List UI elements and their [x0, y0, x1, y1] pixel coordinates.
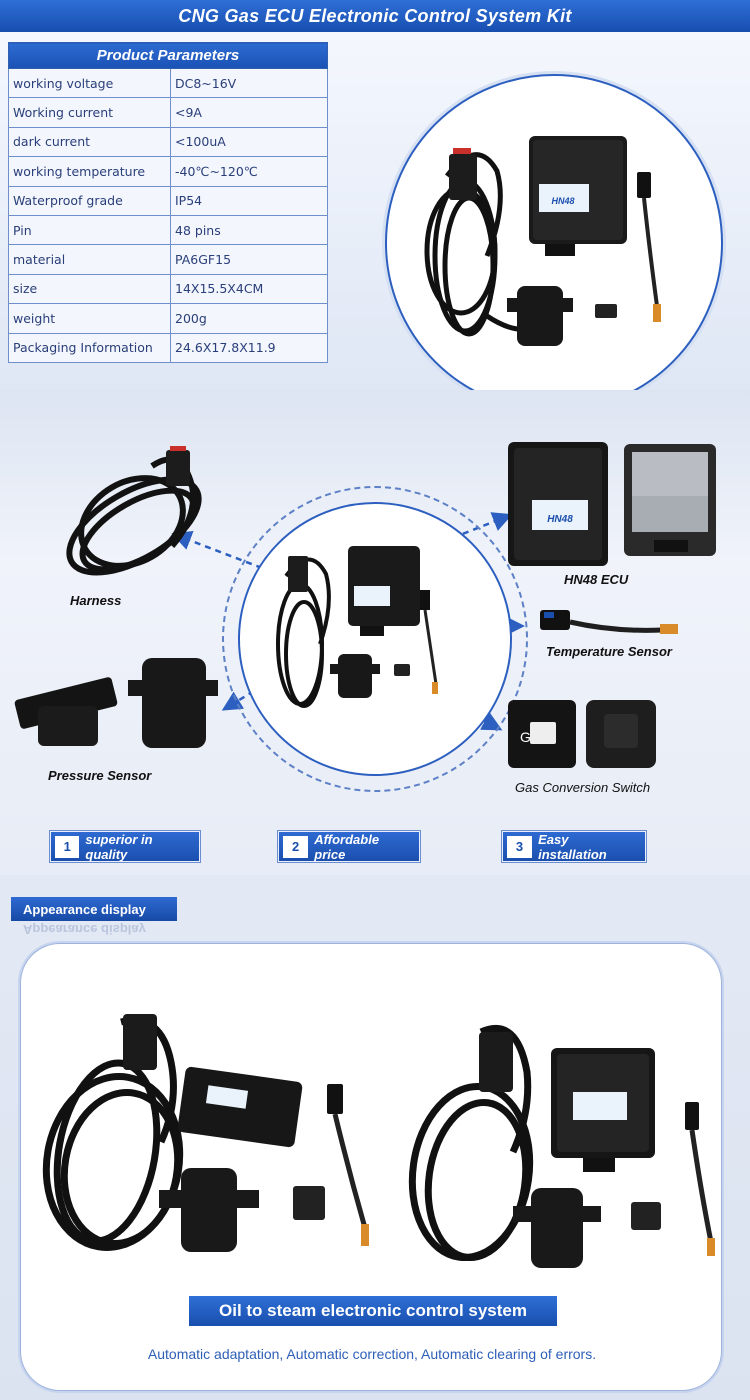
- kit-center-circle: [238, 502, 512, 776]
- feature-label: superior in quality: [85, 831, 153, 862]
- feature-label: Easy installation: [538, 831, 607, 862]
- param-value: -40℃~120℃: [170, 156, 328, 187]
- table-row: dark current<100uA: [8, 126, 328, 158]
- appearance-tab: Appearance display: [11, 897, 177, 921]
- param-value: DC8~16V: [170, 67, 328, 99]
- param-value: 200g: [170, 303, 328, 334]
- kit-image-right: [408, 1024, 715, 1268]
- pressure-sensor-image: [14, 658, 218, 748]
- table-row: working temperature-40℃~120℃: [8, 156, 328, 187]
- param-key: Working current: [8, 97, 171, 128]
- banner-text: Oil to steam electronic control system: [219, 1301, 527, 1320]
- kit-center-ring: [222, 486, 528, 792]
- temperature-sensor-image: [540, 610, 678, 634]
- kit-photo-circle: HN48: [385, 74, 723, 412]
- param-key: dark current: [8, 126, 171, 158]
- page-title: CNG Gas ECU Electronic Control System Ki…: [178, 5, 572, 26]
- param-value: IP54: [170, 185, 328, 216]
- feature-installation: 3 Easy installation: [502, 831, 646, 862]
- oil-to-steam-banner: Oil to steam electronic control system: [189, 1296, 557, 1326]
- page-header: CNG Gas ECU Electronic Control System Ki…: [0, 0, 750, 32]
- param-value: PA6GF15: [170, 244, 328, 275]
- table-title: Product Parameters: [8, 42, 328, 69]
- param-value: <100uA: [170, 126, 328, 158]
- appearance-tab-label: Appearance display: [23, 901, 146, 917]
- harness-image: [66, 446, 202, 576]
- ecu-label: HN48: [551, 196, 574, 206]
- switch-letter: G: [520, 729, 531, 745]
- appearance-display-card: Oil to steam electronic control system A…: [20, 943, 722, 1391]
- kit-image-left: [42, 1014, 369, 1252]
- ecu-badge-label: HN48: [547, 514, 573, 525]
- appearance-section: Appearance display Appearance display: [0, 875, 750, 1400]
- ecu-caption: HN48 ECU: [564, 572, 629, 587]
- param-key: material: [8, 244, 171, 275]
- param-key: Packaging Information: [8, 332, 171, 363]
- feature-quality: 1 superior in quality: [50, 831, 200, 862]
- harness-label: Harness: [70, 593, 122, 608]
- feature-number: 2: [283, 835, 309, 858]
- appearance-tab-reflection: Appearance display: [23, 923, 146, 937]
- param-key: working temperature: [8, 156, 171, 187]
- feature-number: 1: [55, 835, 80, 858]
- param-key: Pin: [8, 214, 171, 246]
- feature-number: 3: [507, 835, 533, 858]
- temperature-sensor-label: Temperature Sensor: [546, 644, 672, 659]
- param-key: size: [8, 273, 171, 305]
- ecu-image: HN48: [508, 442, 716, 566]
- param-key: weight: [8, 303, 171, 334]
- param-value: 48 pins: [170, 214, 328, 246]
- feature-price: 2 Affordable price: [278, 831, 420, 862]
- pressure-sensor-label: Pressure Sensor: [48, 768, 152, 783]
- param-value: <9A: [170, 97, 328, 128]
- ecu-kit-image: HN48: [424, 136, 661, 346]
- param-value: 24.6X17.8X11.9: [170, 332, 328, 363]
- table-row: Working current<9A: [8, 97, 328, 128]
- gas-switch-label: Gas Conversion Switch: [515, 780, 651, 795]
- param-key: working voltage: [8, 67, 171, 99]
- param-key: Waterproof grade: [8, 185, 171, 216]
- components-section: Harness HN48 HN48 ECU Temperature Sensor…: [0, 390, 750, 875]
- feature-label: Affordable price: [314, 831, 380, 862]
- param-value: 14X15.5X4CM: [170, 273, 328, 305]
- feature-tagline: Automatic adaptation, Automatic correcti…: [147, 1346, 597, 1362]
- ecu-kit-center-image: [276, 546, 438, 708]
- gas-switch-image: G: [508, 700, 656, 768]
